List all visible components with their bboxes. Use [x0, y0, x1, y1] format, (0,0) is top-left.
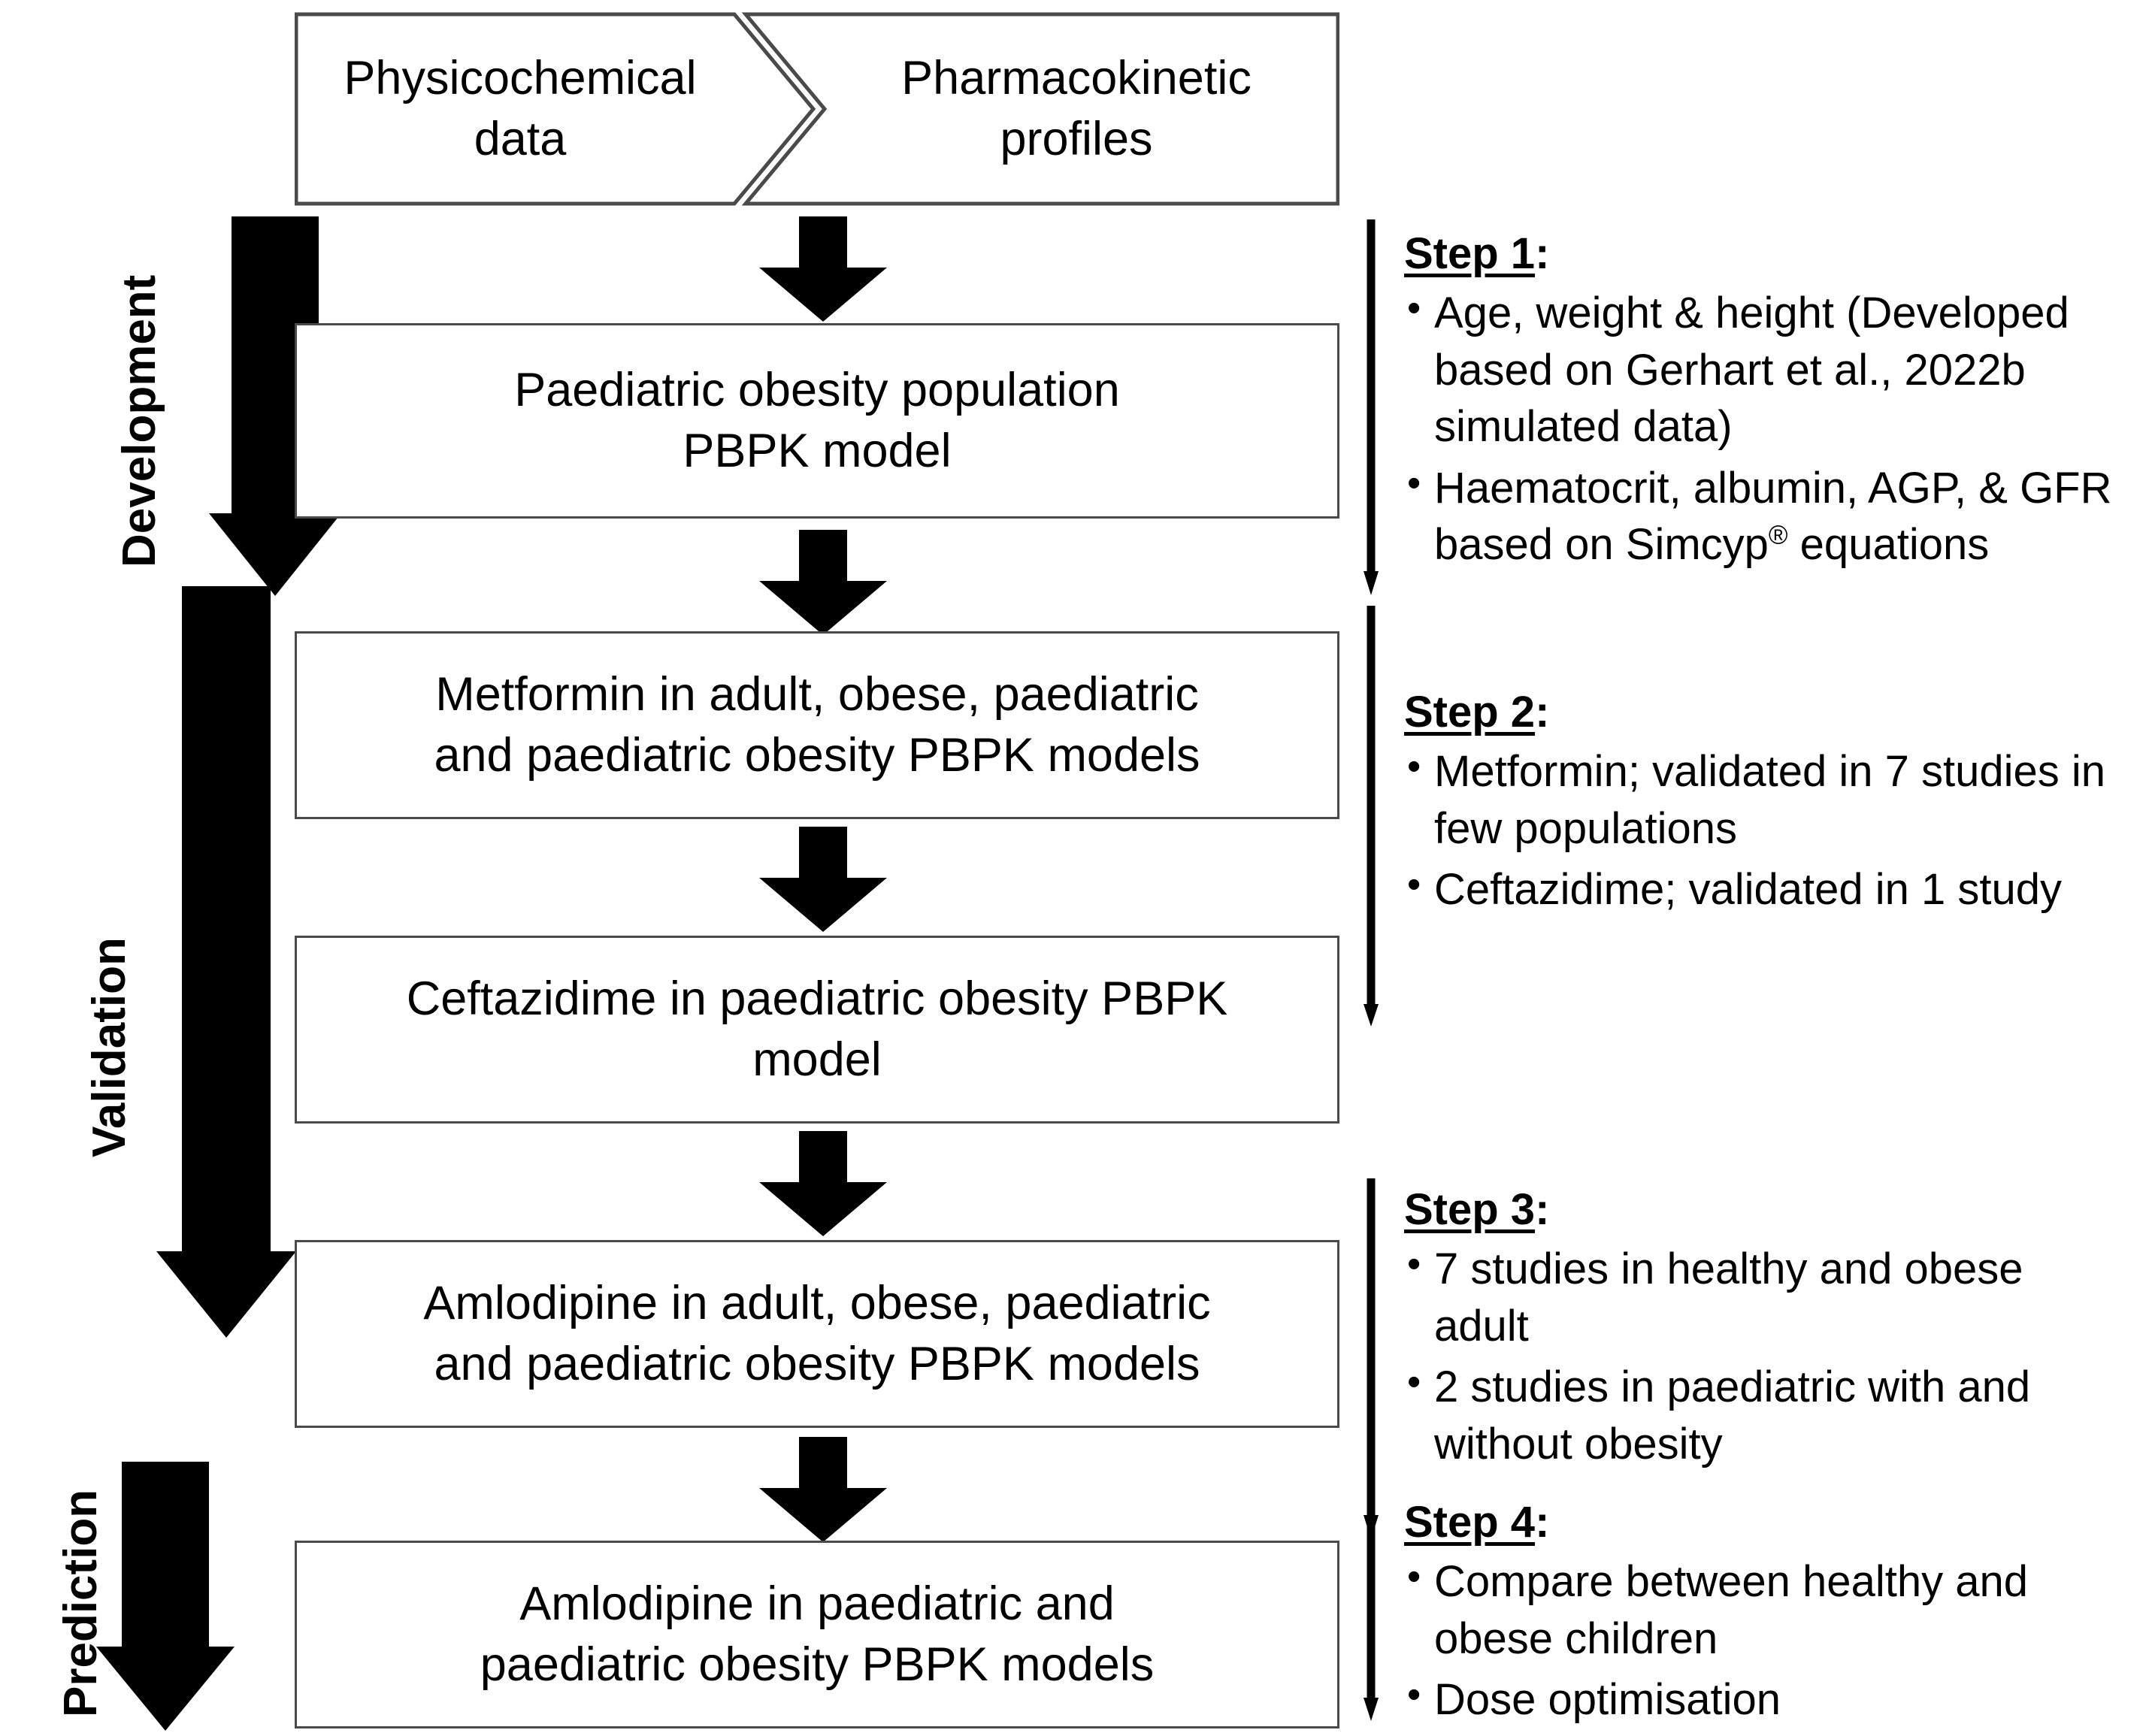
input-pharmacokinetic-profiles: Pharmacokinetic profiles [843, 12, 1309, 206]
node-amlodipine-validation-models: Amlodipine in adult, obese, paediatric a… [295, 1240, 1339, 1428]
stage-arrow-validation [156, 586, 296, 1338]
step-bracket-1 [1362, 219, 1388, 595]
step-1-title: Step 1: [1404, 229, 1550, 278]
node-1-line1: Metformin in adult, obese, paediatric [435, 668, 1199, 721]
step-text-2: Step 2: Metformin; validated in 7 studie… [1404, 684, 2126, 923]
input-pharmacokinetic-line2: profiles [1000, 113, 1153, 165]
node-metformin-models: Metformin in adult, obese, paediatric an… [295, 631, 1339, 819]
node-ceftazidime-model: Ceftazidime in paediatric obesity PBPK m… [295, 936, 1339, 1124]
step-text-3: Step 3: 7 studies in healthy and obese a… [1404, 1181, 2126, 1477]
step-bracket-2 [1362, 606, 1388, 1027]
node-2-line2: model [752, 1033, 882, 1086]
flow-arrow-2 [759, 530, 887, 635]
step-3-title: Step 3: [1404, 1185, 1550, 1234]
node-paediatric-obesity-population-pbpk-model: Paediatric obesity population PBPK model [295, 323, 1339, 519]
list-item: 7 studies in healthy and obese adult [1404, 1239, 2126, 1354]
node-3-line2: and paediatric obesity PBPK models [434, 1338, 1200, 1390]
step-3-bullets: 7 studies in healthy and obese adult 2 s… [1404, 1239, 2126, 1472]
step-4-title: Step 4: [1404, 1498, 1550, 1547]
list-item: Metformin; validated in 7 studies in few… [1404, 742, 2126, 857]
list-item: Compare between healthy and obese childr… [1404, 1552, 2126, 1667]
stage-arrow-prediction [96, 1462, 235, 1731]
step-1-bullets: Age, weight & height (Developed based on… [1404, 283, 2126, 573]
node-3-line1: Amlodipine in adult, obese, paediatric [423, 1277, 1211, 1330]
step-text-1: Step 1: Age, weight & height (Developed … [1404, 225, 2126, 577]
input-pharmacokinetic-line1: Pharmacokinetic [901, 52, 1252, 105]
list-item: Ceftazidime; validated in 1 study [1404, 860, 2126, 918]
step-2-title: Step 2: [1404, 688, 1550, 736]
step-2-bullets: Metformin; validated in 7 studies in few… [1404, 742, 2126, 918]
list-item: 2 studies in paediatric with and without… [1404, 1357, 2126, 1472]
node-4-line1: Amlodipine in paediatric and [519, 1577, 1115, 1631]
input-physicochemical-line1: Physicochemical [344, 52, 697, 105]
stage-label-validation: Validation [83, 937, 135, 1157]
step-bracket-3 [1362, 1178, 1388, 1539]
step-4-bullets: Compare between healthy and obese childr… [1404, 1552, 2126, 1728]
flow-arrow-1 [759, 216, 887, 322]
node-0-line2: PBPK model [683, 425, 952, 477]
node-0-line1: Paediatric obesity population [514, 364, 1120, 417]
list-item: Age, weight & height (Developed based on… [1404, 283, 2126, 455]
stage-label-development: Development [114, 274, 165, 567]
step-bracket-4 [1362, 1492, 1388, 1721]
input-chevron-row: Physicochemical data Pharmacokinetic pro… [295, 12, 1339, 206]
node-amlodipine-prediction-models: Amlodipine in paediatric and paediatric … [295, 1541, 1339, 1728]
flow-arrow-4 [759, 1131, 887, 1236]
list-item: Dose optimisation [1404, 1670, 2126, 1728]
input-physicochemical-line2: data [474, 113, 567, 165]
node-2-line1: Ceftazidime in paediatric obesity PBPK [406, 972, 1228, 1026]
node-4-line2: paediatric obesity PBPK models [480, 1638, 1155, 1691]
flow-arrow-3 [759, 827, 887, 932]
input-physicochemical-data: Physicochemical data [310, 12, 731, 206]
step-text-4: Step 4: Compare between healthy and obes… [1404, 1494, 2126, 1733]
flow-arrow-5 [759, 1437, 887, 1542]
node-1-line2: and paediatric obesity PBPK models [434, 729, 1200, 782]
list-item: Haematocrit, albumin, AGP, & GFR based o… [1404, 458, 2126, 573]
